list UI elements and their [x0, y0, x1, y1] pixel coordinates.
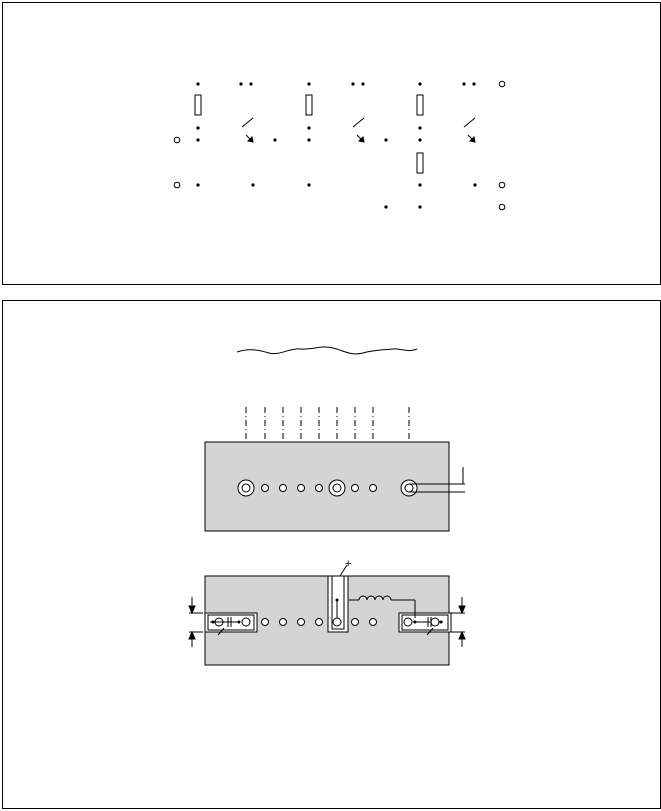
layout-drawing: +: [188, 346, 466, 666]
left-well: [204, 612, 258, 636]
left-dimension: [188, 597, 203, 647]
cross-section-panel: +: [2, 300, 661, 809]
plan-view-contacts: [237, 479, 418, 497]
schematic-drawing: [173, 80, 506, 211]
resistor-boxes: [194, 94, 424, 174]
plus-label: +: [345, 558, 351, 570]
transistor-marks: [241, 117, 476, 143]
cross-section-contacts: [261, 618, 377, 626]
center-well: [327, 564, 349, 633]
break-line: [236, 346, 418, 355]
plan-view-leads: [409, 467, 465, 493]
terminal-circles: [173, 80, 506, 211]
node-dots: [196, 82, 477, 209]
right-dimension: [451, 597, 466, 647]
inductor-coil: [349, 595, 416, 618]
right-well: [398, 612, 452, 636]
schematic-panel: [2, 2, 661, 285]
